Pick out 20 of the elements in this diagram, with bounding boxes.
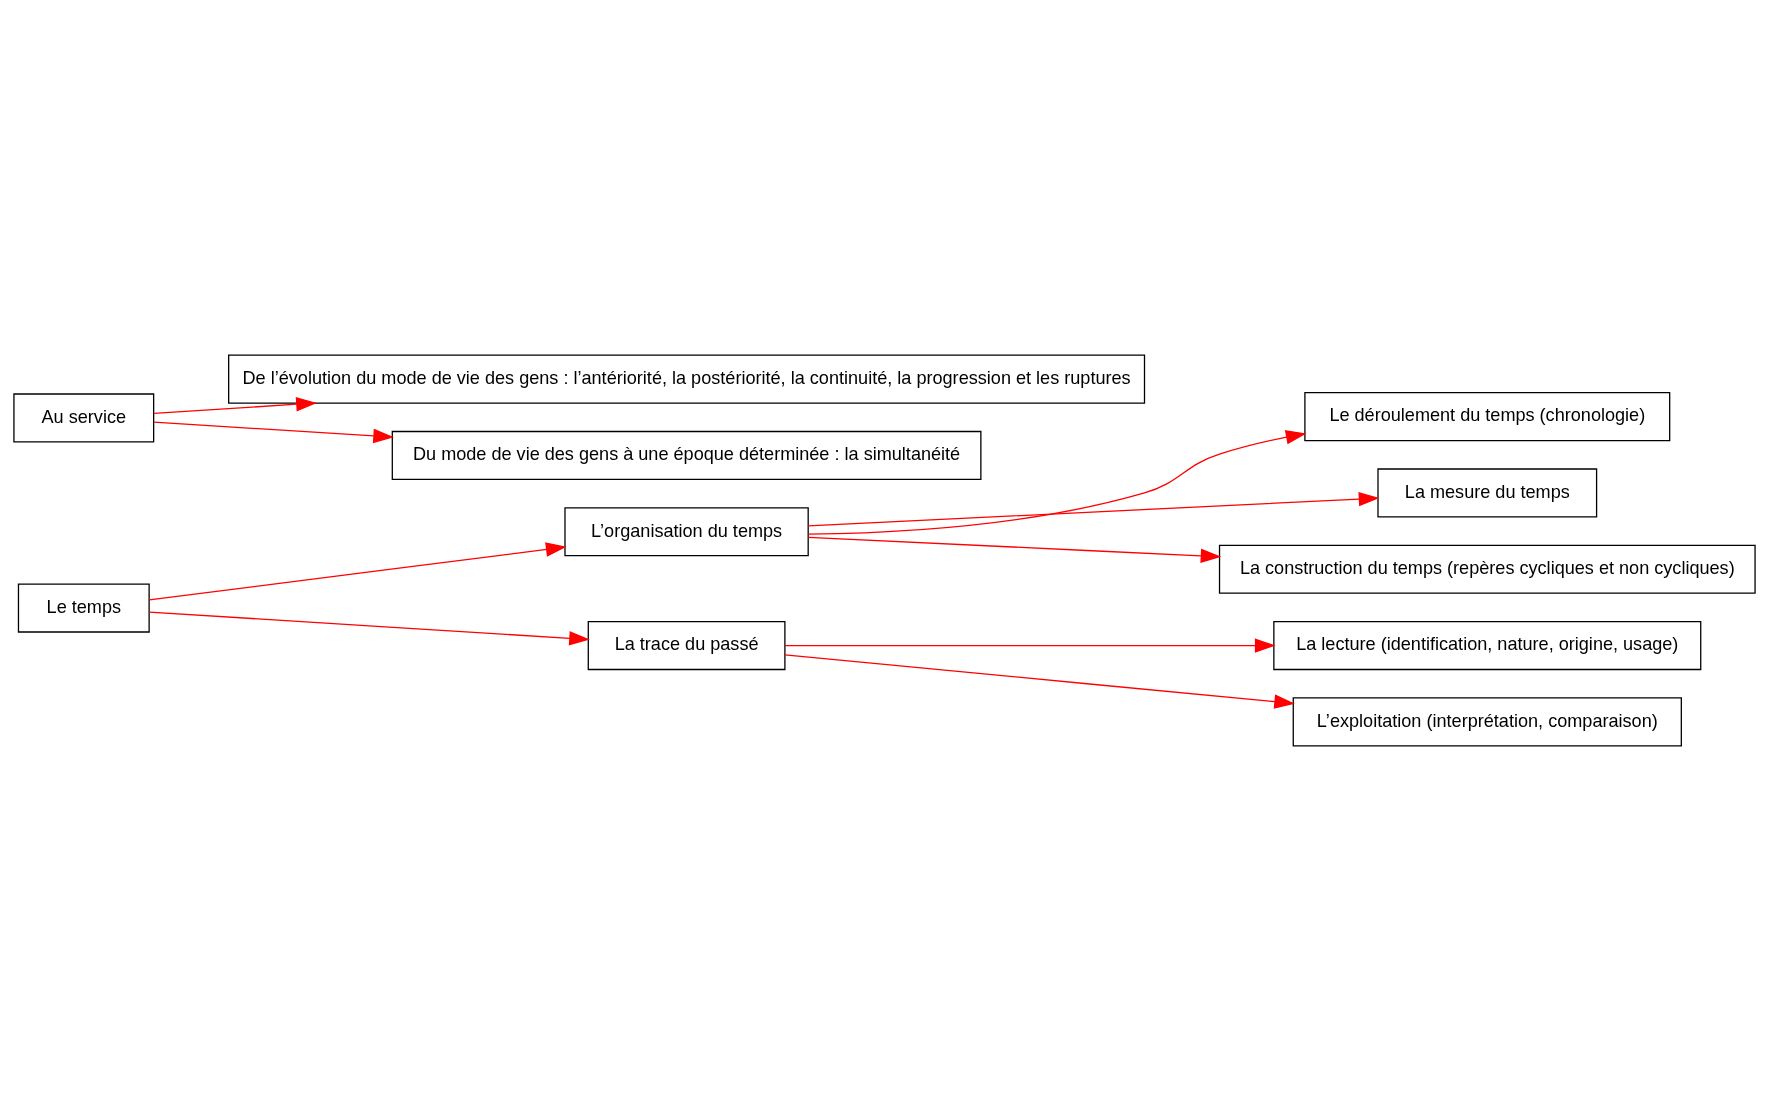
node-box: Du mode de vie des gens à une époque déterminée : la simultanéité [391,430,982,480]
node-box: Le déroulement du temps (chronologie) [1304,392,1671,442]
node-box: L’organisation du temps [564,507,809,557]
arrow [807,430,1307,535]
arrow [784,654,1295,709]
arrow [807,491,1380,527]
node-box: L’exploitation (interprétation, comparaison) [1292,697,1682,747]
arrow [153,397,317,415]
node-box: La lecture (identification, nature, origine, usage) [1273,621,1702,671]
arrow [807,536,1222,564]
arrow [784,638,1276,653]
node-box: De l’évolution du mode de vie des gens : l’antériorité, la postériorité, la continuité, la progression et les ruptures [228,354,1146,404]
node-box: La mesure du temps [1377,468,1598,518]
arrow [148,611,590,646]
arrow [148,542,567,601]
node-box: La construction du temps (repères cycliques et non cycliques) [1218,544,1756,594]
node-box: Au service [13,393,155,443]
node-box: La trace du passé [587,621,786,671]
node-box: Le temps [17,583,150,633]
arrow [153,421,394,444]
